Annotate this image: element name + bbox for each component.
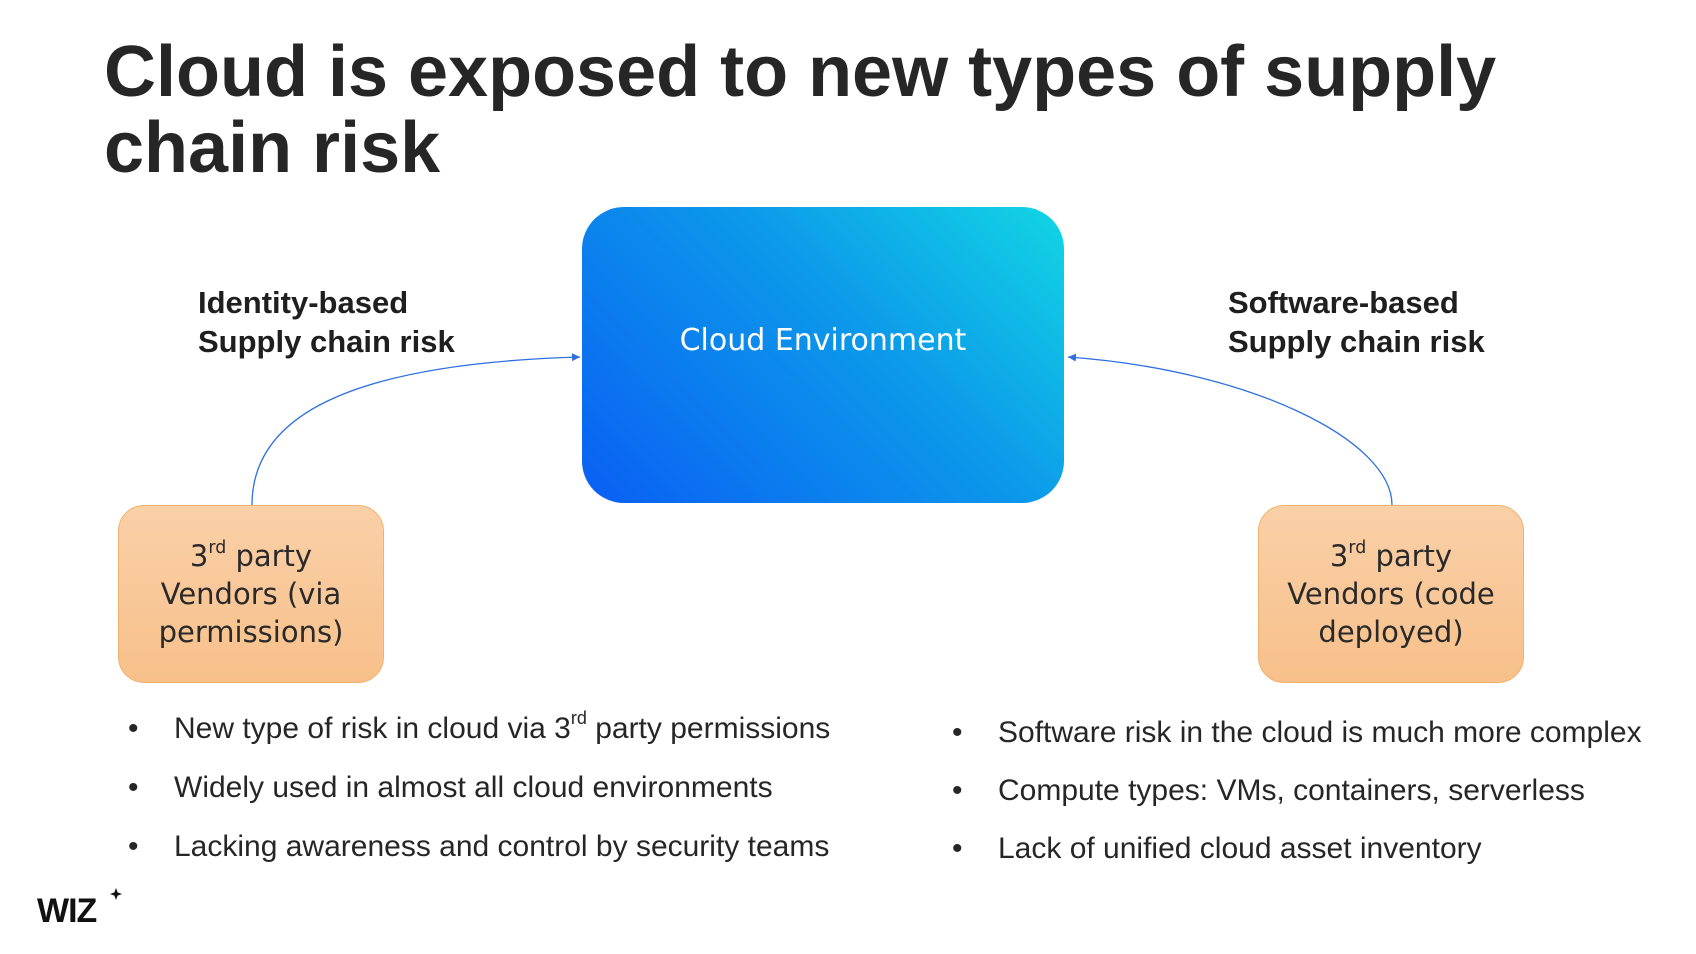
list-item: Lack of unified cloud asset inventory: [952, 832, 1642, 890]
wiz-logo-text: WIZ: [37, 892, 97, 926]
vendor-code-node: 3rd party Vendors (code deployed): [1258, 505, 1524, 683]
vendor-permissions-line2: Vendors (via: [160, 577, 342, 611]
sparkle-icon: [110, 888, 122, 900]
software-risk-label: Software-based Supply chain risk: [1228, 283, 1485, 361]
identity-risk-arrow: [251, 353, 581, 506]
wiz-logo: WIZ: [37, 888, 122, 926]
identity-risk-bullets: New type of risk in cloud via 3rd party …: [128, 709, 830, 889]
list-item: Widely used in almost all cloud environm…: [128, 771, 830, 830]
vendor-code-line3: deployed): [1318, 615, 1464, 649]
cloud-environment-node: Cloud Environment: [582, 207, 1064, 503]
cloud-environment-label: Cloud Environment: [679, 322, 967, 358]
software-risk-label-line1: Software-based: [1228, 285, 1459, 320]
list-item: New type of risk in cloud via 3rd party …: [128, 709, 830, 771]
identity-risk-label-line1: Identity-based: [198, 285, 409, 320]
vendor-code-line2: Vendors (code: [1287, 577, 1495, 611]
list-item: Lacking awareness and control by securit…: [128, 830, 830, 889]
identity-risk-label-line2: Supply chain risk: [198, 324, 455, 359]
identity-risk-label: Identity-based Supply chain risk: [198, 283, 455, 361]
software-risk-arrow: [1067, 353, 1393, 506]
list-item: Compute types: VMs, containers, serverle…: [952, 774, 1642, 832]
slide-title: Cloud is exposed to new types of supply …: [104, 32, 1497, 188]
list-item: Software risk in the cloud is much more …: [952, 716, 1642, 774]
vendor-permissions-node: 3rd party Vendors (via permissions): [118, 505, 384, 683]
software-risk-label-line2: Supply chain risk: [1228, 324, 1485, 359]
vendor-permissions-line3: permissions): [158, 615, 344, 649]
software-risk-bullets: Software risk in the cloud is much more …: [952, 716, 1642, 890]
vendor-code-line1: 3rd party: [1329, 537, 1453, 573]
vendor-permissions-line1: 3rd party: [189, 537, 313, 573]
